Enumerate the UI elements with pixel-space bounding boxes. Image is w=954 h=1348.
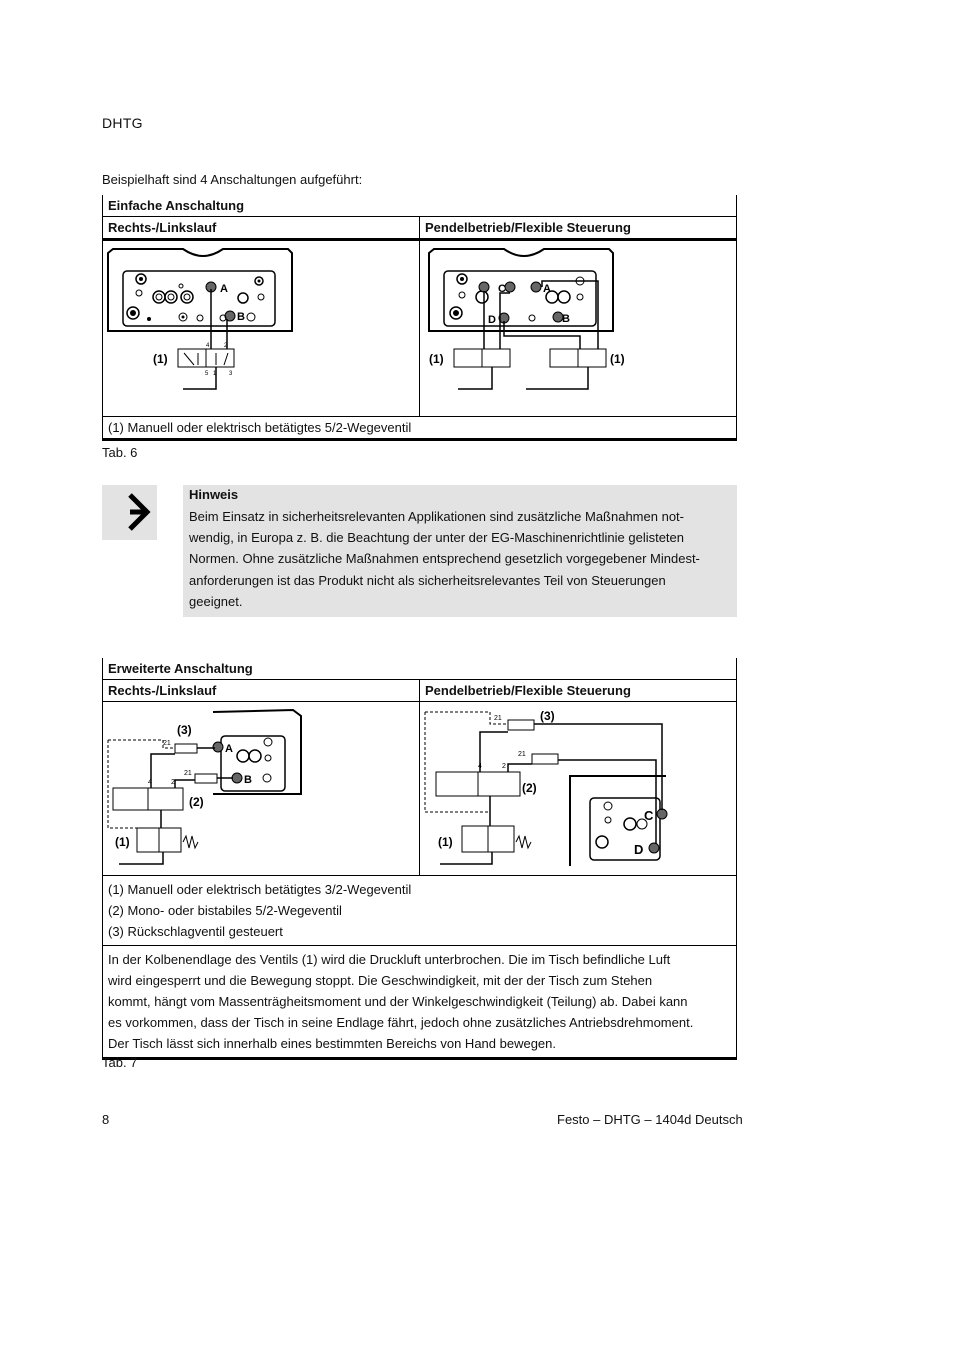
diagram-extended-shuttle-svg: (3) 21 21 4 2 (2) C: [424, 709, 668, 866]
valve-1-label-left: (1): [429, 352, 444, 366]
port-a-label: A: [220, 283, 228, 295]
note-line: wendig, in Europa z. B. die Beachtung de…: [189, 530, 685, 546]
arrow-right-icon: [128, 493, 151, 531]
port-2-num-3: 2: [502, 763, 506, 770]
port-5-num: 5: [205, 371, 209, 377]
note-line: Beim Einsatz in sicherheitsrelevanten Ap…: [189, 509, 684, 524]
table-6: Einfache Anschaltung Rechts-/Linkslauf P…: [102, 195, 737, 441]
page-number: 8: [102, 1112, 110, 1127]
legend-item: (3) Rückschlagventil gesteuert: [108, 924, 283, 939]
description-line: wird eingesperrt und die Bewegung stoppt…: [108, 973, 653, 988]
table-7-legend: (1) Manuell oder elektrisch betätigtes 3…: [102, 875, 737, 946]
table-6-col-right: Pendelbetrieb/Flexible Steuerung: [419, 216, 737, 241]
valve-1-label-right: (1): [610, 352, 625, 366]
port-b-label: B: [237, 311, 245, 323]
diagram-extended-reversing: A B (3) 21 21 (2) 4 2: [102, 701, 420, 876]
valve-1-label: (1): [153, 352, 168, 366]
pilot-21-num-2: 21: [184, 770, 192, 777]
port-b-label-2: B: [562, 313, 570, 325]
valve-2-label-2: (2): [522, 781, 537, 795]
document-id: Festo – DHTG – 1404d Deutsch: [557, 1112, 743, 1127]
intro-text: Beispielhaft sind 4 Anschaltungen aufgef…: [102, 172, 363, 187]
table-7-caption: Tab. 7: [102, 1055, 138, 1070]
legend-item: (1) Manuell oder elektrisch betätigtes 3…: [108, 882, 412, 897]
pilot-21-num-4: 21: [518, 751, 526, 758]
port-2-num: 2: [224, 343, 228, 349]
port-2-num-2: 2: [171, 779, 175, 786]
diagram-simple-reversing-svg: A B (1) 4 2 5 1 3: [107, 248, 293, 390]
port-d-label-2: D: [634, 842, 643, 857]
port-3-num: 3: [229, 371, 233, 377]
port-4-num: 4: [206, 343, 210, 349]
valve-1-label-4: (1): [438, 835, 453, 849]
pilot-21-num-3: 21: [494, 715, 502, 722]
note-line: Normen. Ohne zusätzliche Maßnahmen entsp…: [189, 551, 700, 567]
table-6-col-left: Rechts-/Linkslauf: [102, 216, 420, 241]
table-7-description: In der Kolbenendlage des Ventils (1) wir…: [102, 945, 737, 1060]
description-line: es vorkommen, dass der Tisch in seine En…: [108, 1015, 694, 1030]
pilot-21-num: 21: [163, 740, 171, 747]
legend-item: (2) Mono- oder bistabiles 5/2-Wegeventil: [108, 903, 342, 918]
port-a-label-3: A: [225, 743, 233, 755]
diagram-simple-reversing: A B (1) 4 2 5 1 3: [102, 239, 420, 417]
diagram-extended-reversing-svg: A B (3) 21 21 (2) 4 2: [107, 708, 302, 865]
check-valve-label-2: (3): [540, 709, 555, 723]
table-7-col-left: Rechts-/Linkslauf: [102, 679, 420, 702]
port-b-label-3: B: [244, 774, 252, 786]
table-6-title: Einfache Anschaltung: [102, 195, 737, 217]
diagram-extended-shuttle: (3) 21 21 4 2 (2) C: [419, 701, 737, 876]
table-7-col-right: Pendelbetrieb/Flexible Steuerung: [419, 679, 737, 702]
note-box: [183, 485, 737, 617]
description-line: In der Kolbenendlage des Ventils (1) wir…: [108, 952, 671, 967]
check-valve-label: (3): [177, 723, 192, 737]
port-4-num-2: 4: [148, 779, 152, 786]
diagram-simple-shuttle: C D A B (1) (1): [419, 239, 737, 417]
note-line: geeignet.: [189, 593, 243, 609]
port-1-num: 1: [213, 371, 217, 377]
table-7-title: Erweiterte Anschaltung: [102, 658, 737, 680]
note-line: anforderungen ist das Produkt nicht als …: [189, 572, 666, 588]
table-6-legend: (1) Manuell oder elektrisch betätigtes 5…: [102, 416, 737, 441]
description-line: Der Tisch lässt sich innerhalb eines bes…: [108, 1036, 557, 1051]
note-text: Beim Einsatz in sicherheitsrelevanten Ap…: [189, 506, 734, 612]
diagram-simple-shuttle-svg: C D A B (1) (1): [428, 248, 625, 390]
description-line: kommt, hängt vom Massenträgheitsmoment u…: [108, 994, 688, 1009]
port-d-label: D: [488, 314, 496, 326]
table-7: Erweiterte Anschaltung Rechts-/Linkslauf…: [102, 658, 737, 1060]
note-title: Hinweis: [189, 487, 239, 502]
valve-1-label-3: (1): [115, 835, 130, 849]
note-icon-box: [102, 485, 157, 540]
page-header: DHTG: [102, 115, 143, 131]
table-6-caption: Tab. 6: [102, 445, 138, 460]
port-a-label-2: A: [543, 283, 551, 295]
valve-2-label: (2): [189, 795, 204, 809]
port-c-label: C: [498, 283, 506, 295]
port-c-label-2: C: [644, 808, 654, 823]
